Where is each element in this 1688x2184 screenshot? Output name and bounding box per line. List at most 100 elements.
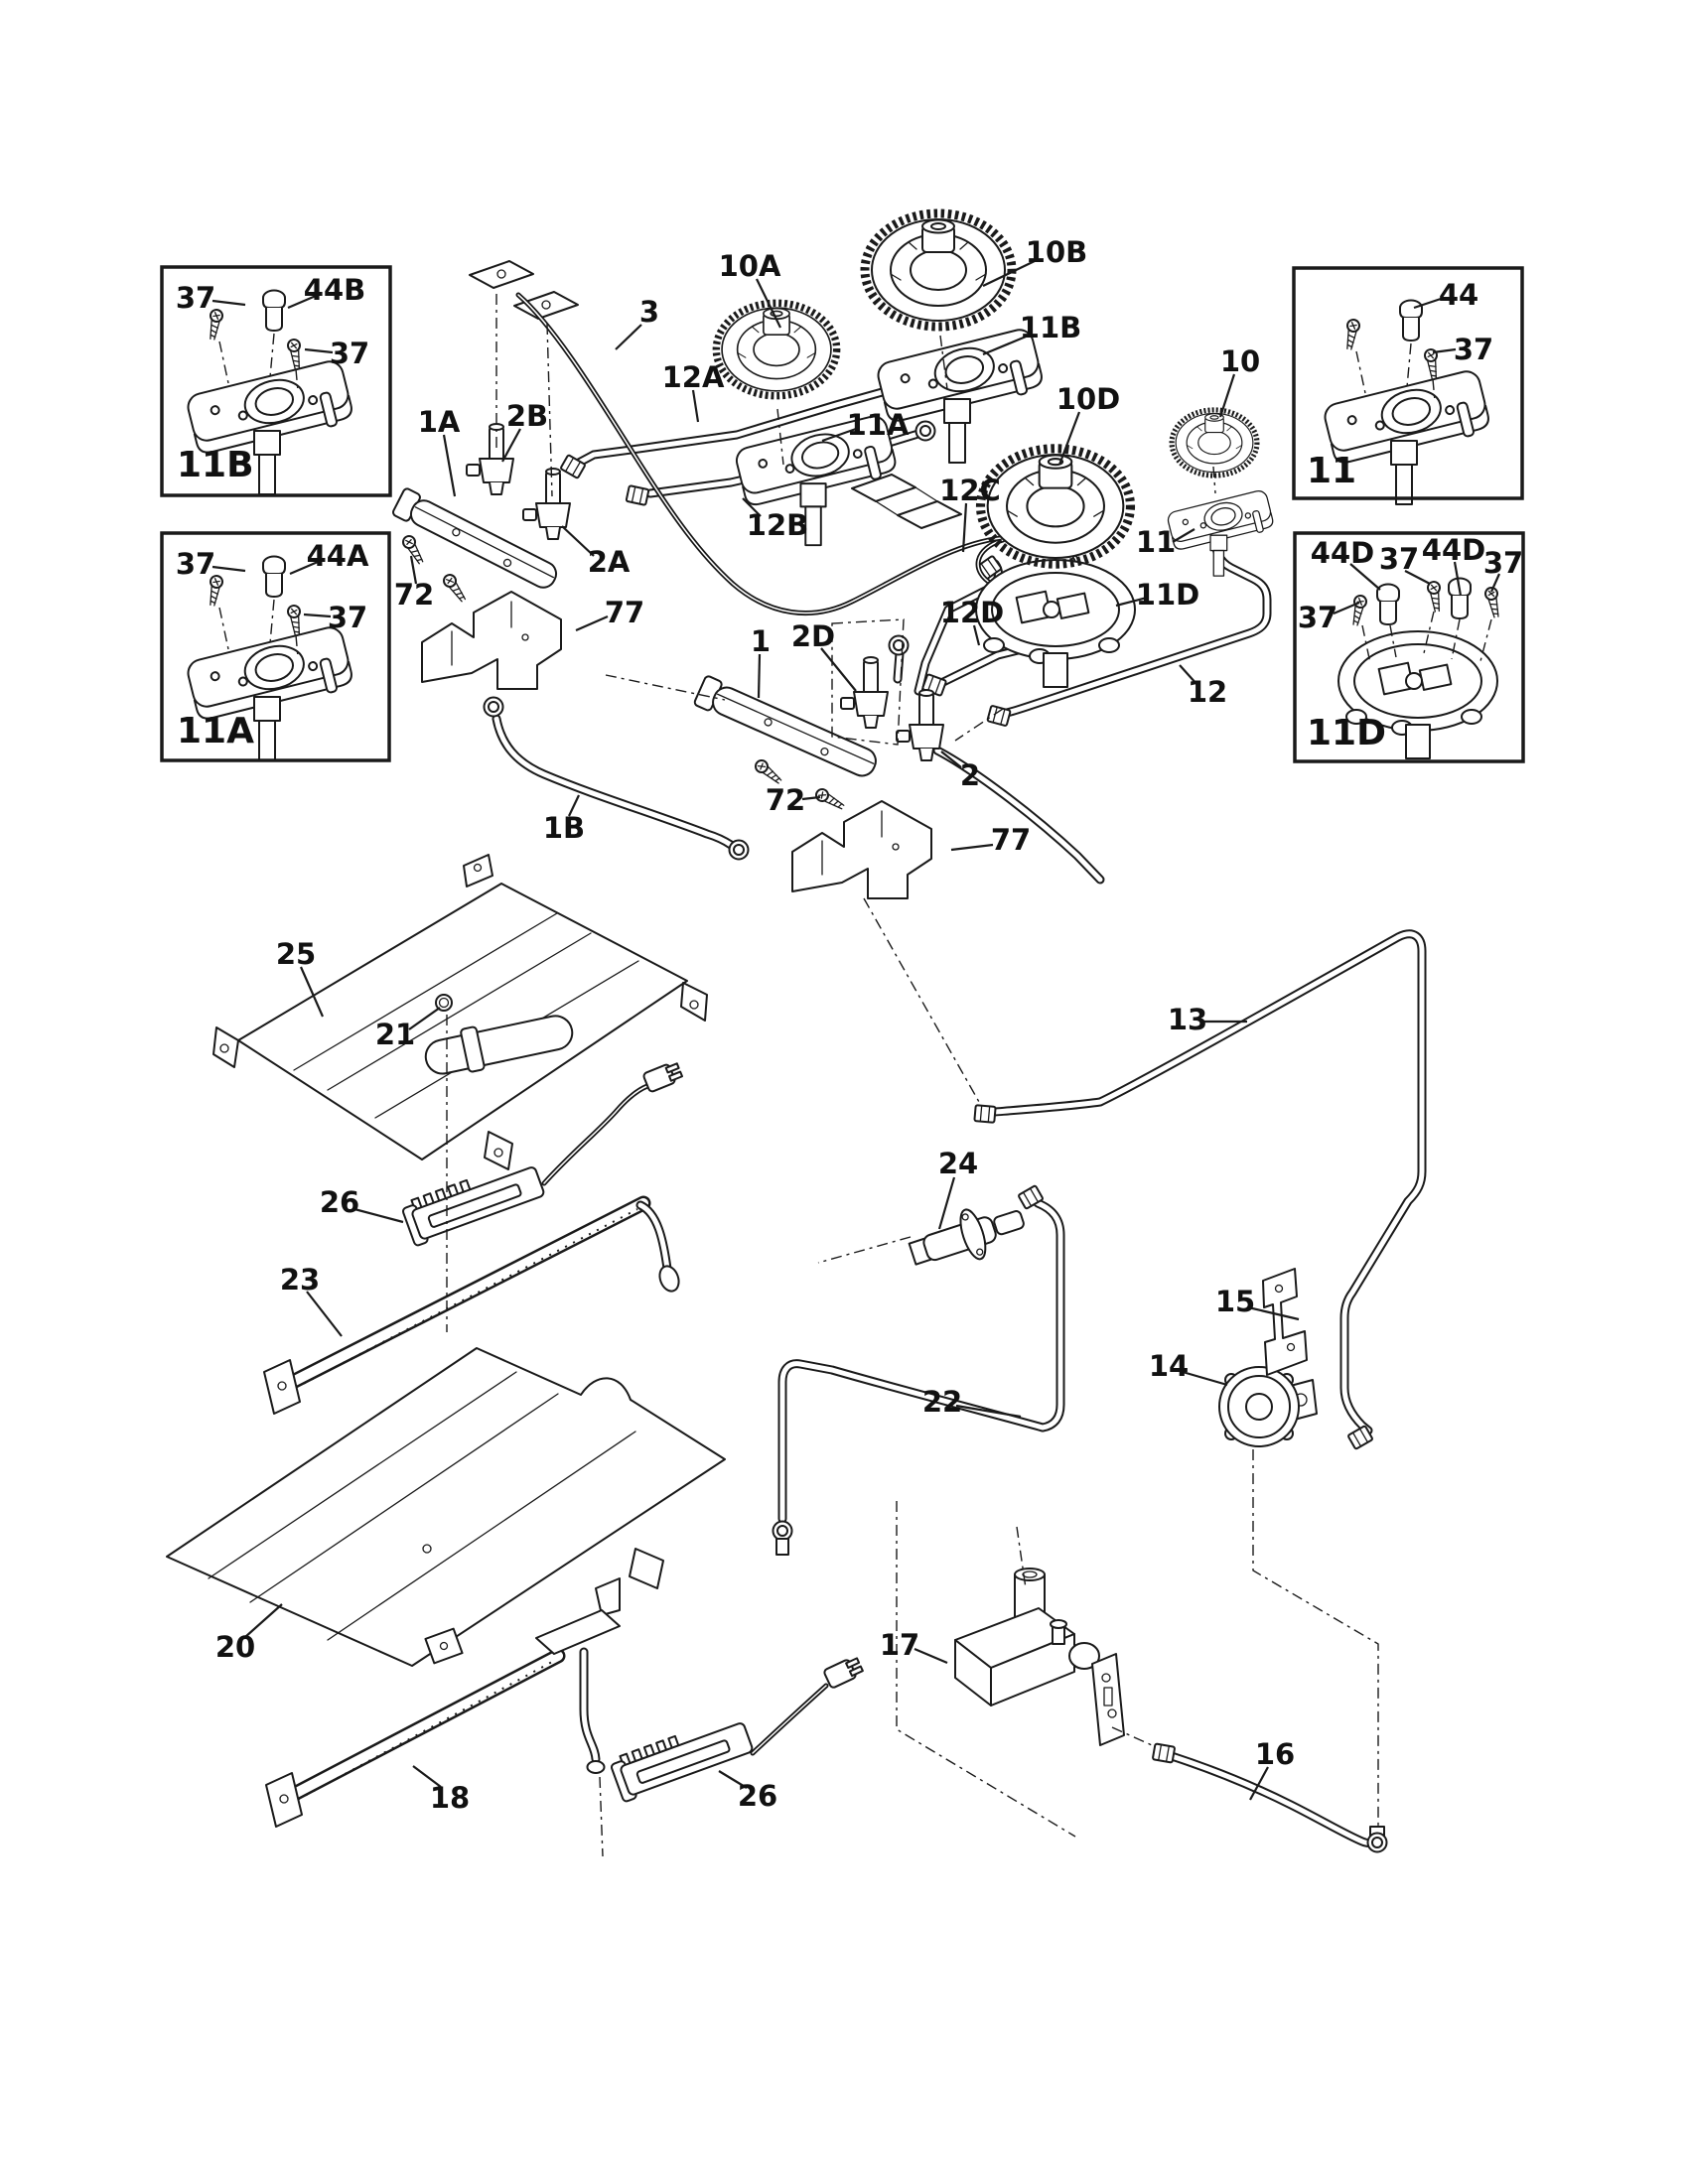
orifice-24 <box>908 1208 1025 1266</box>
tube-1B <box>492 714 736 850</box>
c-2-leader <box>940 751 962 768</box>
c-25-label: 25 <box>276 937 316 971</box>
c-77b-leader <box>950 843 994 852</box>
c-10D-label: 10D <box>1056 382 1120 416</box>
b11-37-label: 37 <box>1454 333 1493 366</box>
c-17-label: 17 <box>880 1628 919 1662</box>
c-77a-leader <box>575 614 609 632</box>
c-72a-leader <box>409 555 418 585</box>
orifice-holder-1A <box>392 487 558 589</box>
c-11A-leader <box>821 427 857 443</box>
c-1B-leader <box>568 794 580 817</box>
burner-10D <box>981 449 1131 564</box>
b11D-37-low-label: 37 <box>1298 601 1337 634</box>
c-72b-leader <box>801 795 821 801</box>
c-14-leader <box>1182 1370 1228 1387</box>
c-12B-leader <box>742 497 762 517</box>
screw-72-a1 <box>399 532 428 567</box>
c-11D-label: 11D <box>1136 578 1199 612</box>
b11D-44D-right-leader <box>1453 561 1463 597</box>
c-72b-label: 72 <box>766 783 805 817</box>
c-12A-leader <box>691 389 700 423</box>
b11B-37-left-label: 37 <box>176 281 215 315</box>
screw-72-b1 <box>752 756 785 788</box>
c-10D-leader <box>1057 411 1081 466</box>
burner-10A <box>716 303 836 395</box>
c-26a-label: 26 <box>320 1185 359 1219</box>
c-12C-label: 12C <box>939 474 1001 507</box>
b11D-37-right-label: 37 <box>1483 546 1523 580</box>
c-77a-label: 77 <box>605 596 644 629</box>
c-15-leader <box>1247 1305 1300 1321</box>
b11-44-label: 44 <box>1439 278 1478 312</box>
box-11A-label: 11A <box>177 711 254 751</box>
bracket-77-upper <box>421 591 562 690</box>
c-3-leader <box>615 324 642 350</box>
c-23-leader <box>306 1291 343 1337</box>
c-1-leader <box>757 653 762 699</box>
c-11-leader <box>1172 528 1196 543</box>
b11A-44A-label: 44A <box>307 539 369 573</box>
c-11D-leader <box>1115 596 1148 608</box>
b11D-37-mid-label: 37 <box>1379 542 1419 576</box>
b11D-44D-left-leader <box>1349 563 1381 591</box>
c-11B-leader <box>982 333 1032 356</box>
c-10A-label: 10A <box>719 249 781 283</box>
c-26b-label: 26 <box>738 1779 777 1813</box>
c-11-label: 11 <box>1136 525 1176 559</box>
c-1A-leader <box>442 434 457 497</box>
construction-lines <box>446 294 1379 1857</box>
box-11B-label: 11B <box>177 445 254 485</box>
c-12D-leader <box>972 624 981 646</box>
c-2B-leader <box>501 428 521 463</box>
inset-box-frames: 11B 11A 11 11D <box>160 265 1525 763</box>
main-panel-20 <box>166 1347 726 1667</box>
orifice-holder-1 <box>693 675 877 777</box>
c-24-label: 24 <box>938 1147 978 1180</box>
b11D-44D-left-label: 44D <box>1311 536 1374 570</box>
c-16-label: 16 <box>1255 1737 1295 1771</box>
c-2D-leader <box>820 647 857 692</box>
box-11D-frame <box>1293 531 1525 763</box>
b11D-37-low-leader <box>1333 601 1360 615</box>
bracket-77-lower <box>791 800 932 899</box>
c-13-label: 13 <box>1168 1003 1207 1036</box>
c-12-label: 12 <box>1188 675 1227 709</box>
c-10A-leader <box>756 278 781 329</box>
bracket-15 <box>1262 1268 1308 1376</box>
c-10B-label: 10B <box>1026 235 1087 269</box>
c-26b-leader <box>718 1770 748 1789</box>
regulator-14 <box>1218 1366 1318 1447</box>
c-18-label: 18 <box>430 1781 470 1815</box>
c-15-label: 15 <box>1215 1285 1255 1318</box>
b11A-37-left-label: 37 <box>176 547 215 581</box>
c-25-leader <box>299 966 325 1018</box>
screw-72-a2 <box>440 571 470 606</box>
b11B-37-right-leader <box>304 347 334 354</box>
c-12A-label: 12A <box>662 360 725 394</box>
box-11-frame <box>1292 266 1524 500</box>
ignitor-26-upper <box>399 1059 685 1248</box>
box-11D-label: 11D <box>1307 713 1386 753</box>
c-20-leader <box>244 1603 283 1638</box>
c-17-leader <box>914 1647 948 1665</box>
b11B-44B-leader <box>287 294 317 310</box>
c-24-leader <box>937 1176 956 1230</box>
c-12C-leader <box>961 502 968 553</box>
c-1A-label: 1A <box>418 405 461 439</box>
box-11-label: 11 <box>1307 451 1356 491</box>
ignitor-rail-18 <box>265 1577 621 1828</box>
b11-44-leader <box>1413 297 1442 310</box>
c-26a-leader <box>353 1207 404 1224</box>
c-77b-label: 77 <box>991 823 1031 857</box>
base-11 <box>1165 488 1276 577</box>
c-2A-label: 2A <box>588 545 631 579</box>
c-12D-label: 12D <box>940 596 1004 629</box>
c-10-label: 10 <box>1220 344 1260 378</box>
c-12B-label: 12B <box>747 508 808 542</box>
burner-10 <box>1172 410 1257 476</box>
c-14-label: 14 <box>1149 1349 1189 1383</box>
box-11B-frame <box>160 265 392 497</box>
